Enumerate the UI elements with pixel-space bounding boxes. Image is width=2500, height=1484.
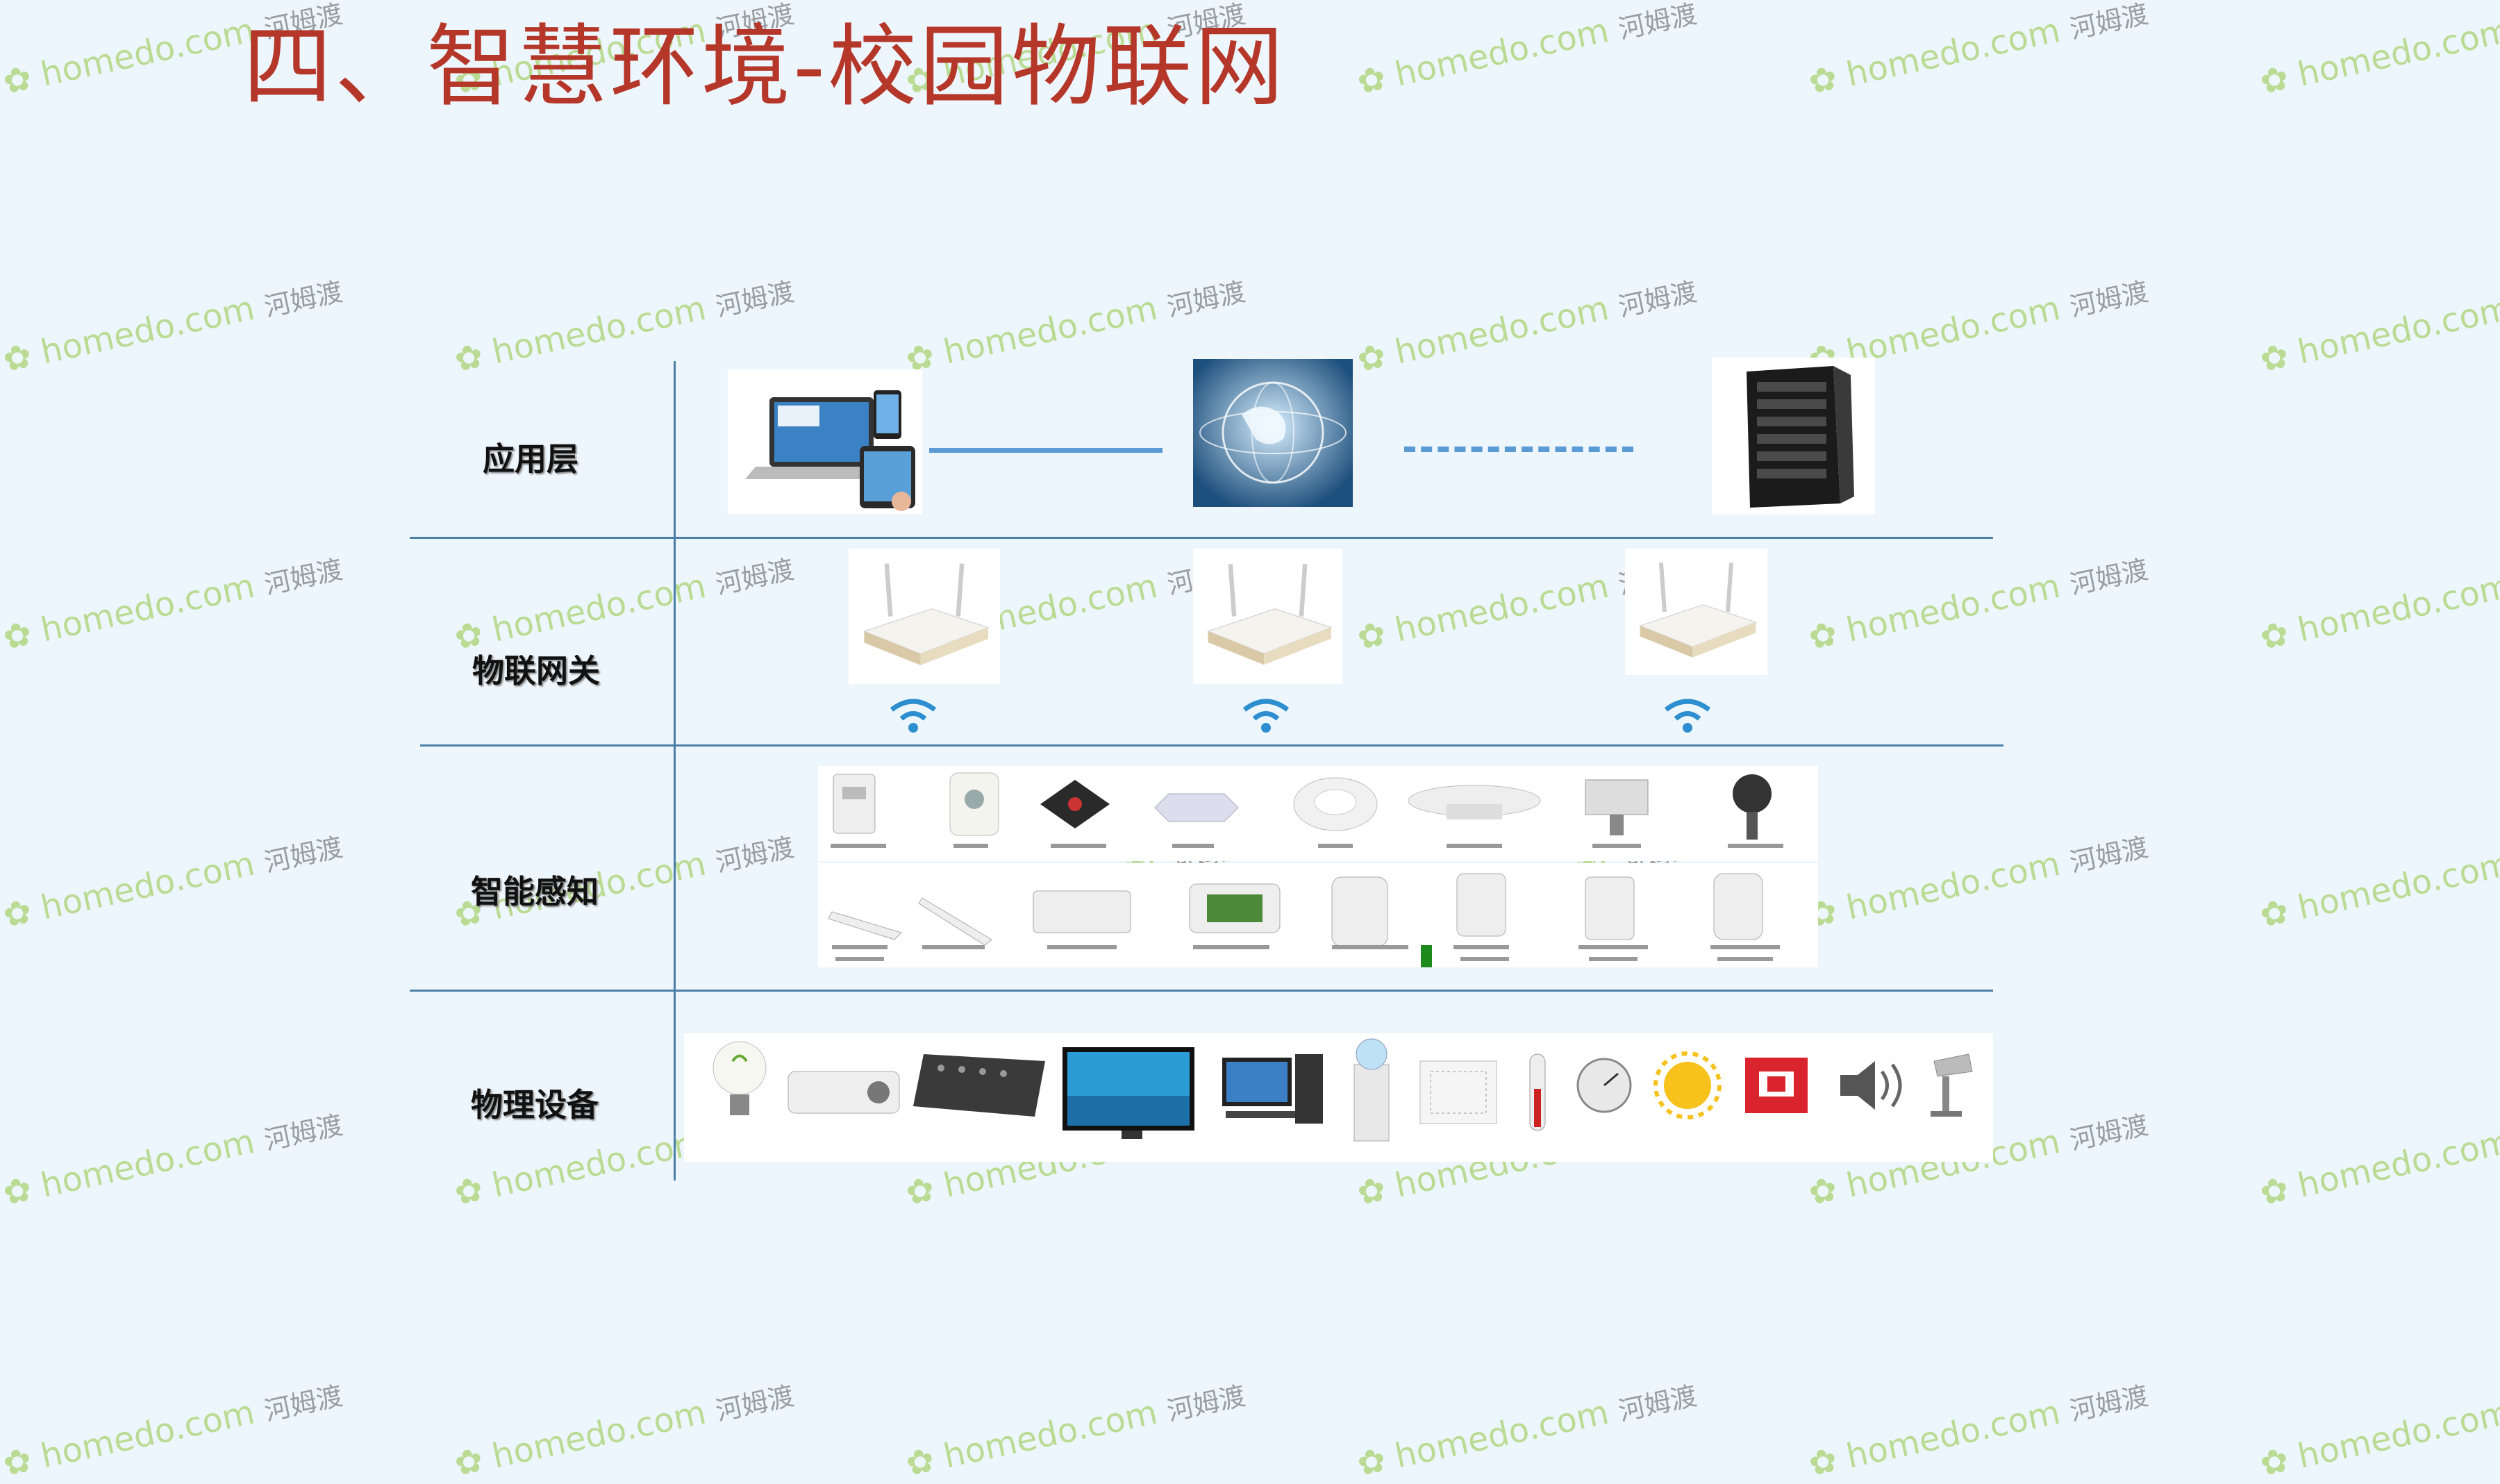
layer-label-application: 应用层 [483, 440, 578, 478]
watermark: ✿ homedo.com 河姆渡 [1353, 0, 1700, 103]
layer-divider-1 [410, 537, 1993, 539]
watermark: ✿ homedo.com 河姆渡 [2256, 1390, 2500, 1484]
watermark: ✿ homedo.com 河姆渡 [1805, 831, 2151, 936]
tv-icon [1062, 1047, 1194, 1139]
watermark: ✿ homedo.com 河姆渡 [0, 276, 346, 381]
infrared-sensor-icon [833, 774, 876, 834]
layer-divider-vertical [674, 361, 676, 1181]
mixer-icon [913, 1054, 1045, 1117]
projector-icon [788, 1071, 900, 1114]
layer-label-gateway: 物联网关 [472, 652, 600, 690]
watermark: ✿ homedo.com 河姆渡 [0, 553, 346, 658]
layer-label-perception: 智能感知 [471, 873, 599, 910]
watermark: ✿ homedo.com 河姆渡 [451, 553, 797, 658]
smoke-detector-icon [1293, 777, 1378, 831]
watermark: ✿ homedo.com 河姆渡 [2256, 564, 2500, 658]
router-icon [1625, 549, 1767, 675]
computer-icon [1222, 1054, 1323, 1124]
laptop-tablet-icon [728, 369, 922, 514]
sensor-panel-top [818, 766, 1818, 861]
wifi-icon [1656, 687, 1719, 736]
sensor-panel-bottom [818, 863, 1818, 967]
device-panel [684, 1033, 1993, 1162]
water-dispenser-icon [1353, 1038, 1390, 1142]
dashed-connector [1404, 447, 1633, 452]
router-icon [849, 549, 1000, 684]
speaker-icon [1840, 1061, 1902, 1110]
watermark: ✿ homedo.com 河姆渡 [1353, 1380, 1700, 1484]
thermometer-icon [1529, 1053, 1546, 1131]
fire-extinguisher-icon [1745, 1058, 1808, 1113]
sound-sensor-icon [1733, 774, 1772, 840]
watermark: ✿ homedo.com 河姆渡 [2256, 286, 2500, 381]
globe-icon [1193, 359, 1353, 507]
light-sensor-icon [1040, 780, 1110, 828]
watermark: ✿ homedo.com 河姆渡 [451, 1380, 797, 1484]
gas-detector-icon [1408, 785, 1541, 819]
solid-connector [929, 448, 1162, 453]
sun-icon [1653, 1051, 1722, 1119]
watermark: ✿ homedo.com 河姆渡 [2256, 1119, 2500, 1214]
wall-plug-controller-icon [949, 772, 999, 836]
multi-sensor-icon [1154, 793, 1239, 822]
watermark: ✿ homedo.com 河姆渡 [0, 1109, 346, 1214]
watermark: ✿ homedo.com 河姆渡 [2256, 8, 2500, 103]
layer-divider-2 [420, 744, 2003, 747]
wifi-icon [882, 687, 944, 736]
gauge-icon [1576, 1058, 1632, 1113]
page-title: 四、智慧环境-校园物联网 [243, 15, 1287, 119]
watermark: ✿ homedo.com 河姆渡 [1805, 553, 2151, 658]
router-icon [1193, 549, 1342, 684]
watermark: ✿ homedo.com 河姆渡 [2256, 842, 2500, 936]
watermark: ✿ homedo.com 河姆渡 [1805, 0, 2151, 103]
camera-icon [1931, 1053, 1973, 1117]
temp-humidity-sensor-icon [1585, 779, 1649, 835]
watermark: ✿ homedo.com 河姆渡 [0, 1380, 346, 1484]
layer-label-physical: 物理设备 [471, 1086, 599, 1124]
watermark: ✿ homedo.com 河姆渡 [1353, 276, 1700, 381]
wifi-icon [1235, 687, 1297, 736]
watermark: ✿ homedo.com 河姆渡 [902, 1380, 1249, 1484]
server-icon [1712, 358, 1875, 515]
watermark: ✿ homedo.com 河姆渡 [1805, 1380, 2151, 1484]
bulb-icon [712, 1041, 767, 1115]
watermark: ✿ homedo.com 河姆渡 [451, 276, 797, 381]
ac-unit-icon [1419, 1060, 1497, 1124]
layer-divider-3 [410, 990, 1993, 992]
watermark: ✿ homedo.com 河姆渡 [0, 831, 346, 936]
